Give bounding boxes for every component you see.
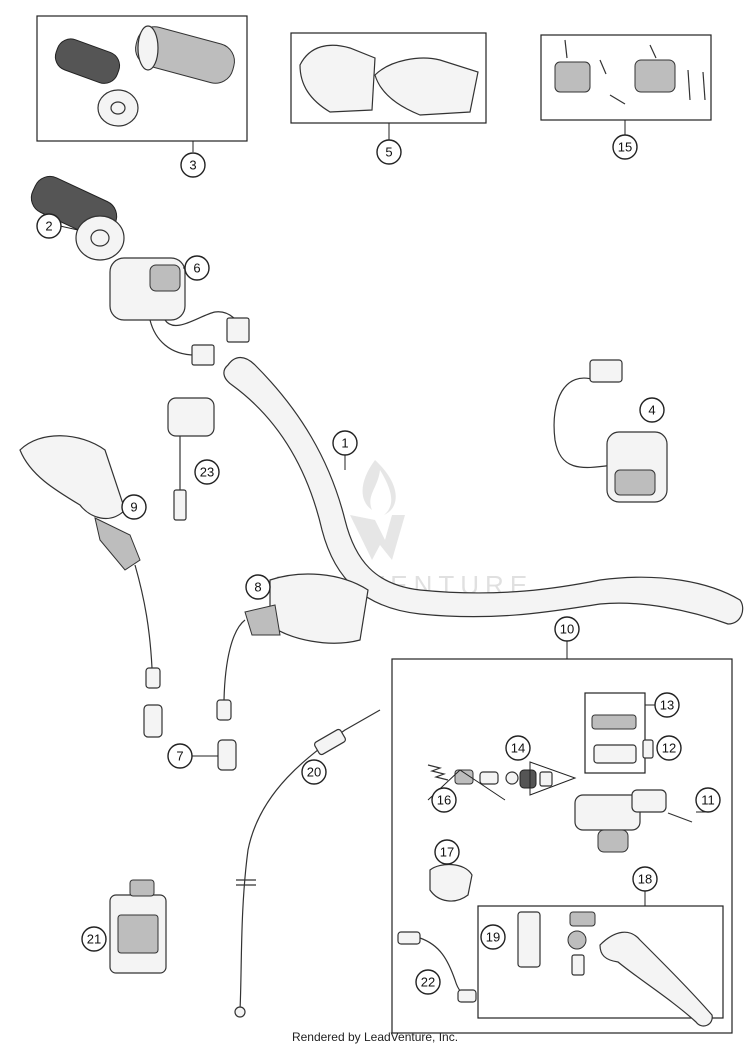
callout-19-label: 19: [486, 930, 500, 945]
left-switch-image: [109, 257, 250, 366]
callout-22-label: 22: [421, 975, 435, 990]
callout-2: 2: [36, 213, 62, 239]
callout-15-label: 15: [618, 140, 632, 155]
footer-credit: Rendered by LeadVenture, Inc.: [291, 1030, 459, 1044]
callout-5: 5: [376, 139, 402, 165]
callout-12-label: 12: [662, 741, 676, 756]
callout-5-label: 5: [385, 145, 392, 160]
box-grips: [36, 15, 248, 142]
callout-18: 18: [632, 866, 658, 892]
callout-1-label: 1: [341, 436, 348, 451]
cable-image: [234, 709, 381, 1018]
callout-8: 8: [245, 574, 271, 600]
callout-8-label: 8: [254, 580, 261, 595]
callout-9: 9: [121, 494, 147, 520]
box-reservoir-cover: [584, 692, 646, 774]
callout-21: 21: [81, 926, 107, 952]
callout-17-label: 17: [440, 845, 454, 860]
bushing-image: [642, 739, 654, 759]
hardware-kit-image: [554, 39, 706, 105]
callout-20-label: 20: [307, 765, 321, 780]
grip-image: [30, 175, 125, 261]
callout-1: 1: [332, 430, 358, 456]
callout-15: 15: [612, 134, 638, 160]
callout-13: 13: [654, 692, 680, 718]
box-clutch-lever: [477, 905, 724, 1019]
callout-12: 12: [656, 735, 682, 761]
callout-23: 23: [194, 459, 220, 485]
callout-4: 4: [639, 397, 665, 423]
right-mirror-image: [216, 573, 369, 721]
callout-16: 16: [431, 787, 457, 813]
clutch-switch-image: [397, 931, 477, 1003]
fluid-bottle-image: [109, 879, 167, 974]
right-switch-image: [553, 359, 668, 503]
callout-17: 17: [434, 839, 460, 865]
callout-19: 19: [480, 924, 506, 950]
hand-guard-image: [299, 44, 479, 116]
small-switch-image: [167, 397, 215, 521]
callout-9-label: 9: [130, 500, 137, 515]
callout-2-label: 2: [45, 219, 52, 234]
callout-16-label: 16: [437, 793, 451, 808]
reservoir-cover-image: [591, 714, 637, 764]
callout-14: 14: [505, 735, 531, 761]
callout-11: 11: [695, 787, 721, 813]
bar-end-image: [143, 704, 237, 771]
callout-23-label: 23: [200, 465, 214, 480]
callout-10-label: 10: [560, 622, 574, 637]
callout-22: 22: [415, 969, 441, 995]
grip-set-image: [54, 25, 235, 127]
callout-20: 20: [301, 759, 327, 785]
callout-7: 7: [167, 743, 193, 769]
clutch-lever-image: [517, 911, 713, 1027]
callout-6: 6: [184, 255, 210, 281]
callout-18-label: 18: [638, 872, 652, 887]
box-hardware-kit: [540, 34, 712, 121]
clamp-cover-image: [429, 864, 473, 902]
callout-3: 3: [180, 152, 206, 178]
handlebar-image: [223, 356, 744, 625]
watermark-flame-icon: [362, 460, 396, 515]
callout-14-label: 14: [511, 741, 525, 756]
callout-7-label: 7: [176, 749, 183, 764]
clutch-master-image: [574, 789, 693, 853]
box-clutch-assembly: [391, 658, 733, 1034]
callout-10: 10: [554, 616, 580, 642]
watermark-v-icon: [350, 515, 405, 560]
callout-3-label: 3: [189, 158, 196, 173]
callout-21-label: 21: [87, 932, 101, 947]
piston-kit-image: [427, 764, 553, 789]
callout-6-label: 6: [193, 261, 200, 276]
left-mirror-image: [19, 435, 161, 689]
callout-4-label: 4: [648, 403, 655, 418]
callout-11-label: 11: [701, 793, 715, 808]
callout-13-label: 13: [660, 698, 674, 713]
